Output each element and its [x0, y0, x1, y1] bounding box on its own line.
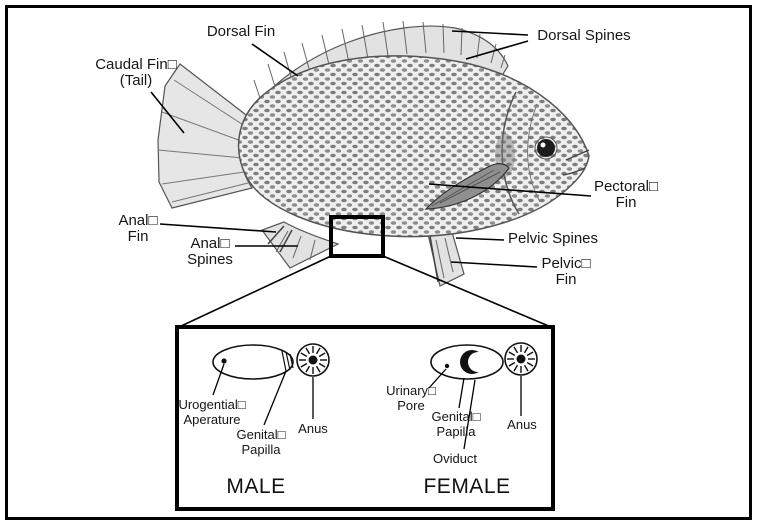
male-vent-diagram: [212, 343, 330, 426]
anal-fin-shape: [261, 221, 340, 269]
label-dorsal-fin: Dorsal Fin: [206, 23, 276, 40]
magnifier-rect: [178, 215, 552, 328]
label-genital-papilla-male: Genital□ Papilla: [236, 427, 286, 457]
urogenital-aperture-dot: [221, 358, 227, 364]
label-urogential-aperature: Urogential□ Aperature: [178, 397, 246, 427]
label-genital-papilla-female: Genital□ Papilla: [431, 409, 481, 439]
label-dorsal-spines: Dorsal Spines: [537, 27, 631, 44]
label-pelvic-fin: Pelvic□ Fin: [541, 255, 591, 288]
genital-papilla-hatch: [281, 350, 294, 372]
pelvic-spines-shape: [429, 235, 439, 283]
anal-spines-shape: [267, 225, 293, 253]
inset-title-female: FEMALE: [423, 475, 511, 498]
label-anal-spines: Anal□ Spines: [187, 235, 233, 268]
anus-icon: [296, 343, 330, 377]
inset-title-male: MALE: [226, 475, 286, 498]
female-vent-diagram: [428, 342, 538, 450]
fish-body-shape: [237, 55, 590, 238]
label-anus-male: Anus: [298, 421, 328, 436]
label-urinary-pore: Urinary□ Pore: [386, 383, 436, 413]
urinary-pore-dot: [444, 363, 450, 369]
label-pelvic-spines: Pelvic Spines: [507, 230, 599, 247]
label-caudal-fin: Caudal Fin□ (Tail): [95, 56, 177, 89]
label-anal-fin: Anal□ Fin: [118, 212, 158, 245]
label-oviduct: Oviduct: [432, 451, 478, 466]
label-pectoral-fin: Pectoral□ Fin: [593, 178, 659, 211]
anus-icon: [504, 342, 538, 376]
label-anus-female: Anus: [507, 417, 537, 432]
gill-cover-line: [501, 91, 520, 215]
leader-lines: [150, 30, 592, 268]
mouth-lines: [562, 149, 590, 176]
eye: [534, 136, 558, 160]
